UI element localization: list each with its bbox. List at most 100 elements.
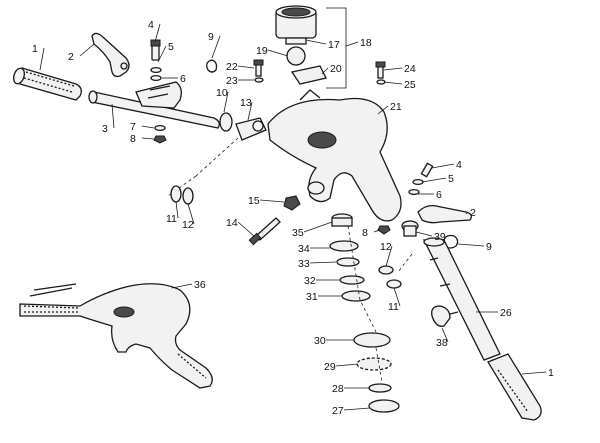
left-grip	[12, 67, 82, 101]
hex-nut-15	[283, 195, 301, 211]
leader-line-22	[237, 65, 255, 69]
parts-artwork	[12, 5, 542, 421]
screws-22-23	[253, 59, 264, 83]
leader-line-8	[373, 229, 381, 233]
callout-label-2: 2	[470, 207, 476, 219]
callout-label-8: 8	[130, 133, 136, 145]
headset-casting	[267, 89, 402, 222]
left-lever-screw	[150, 39, 162, 82]
callout-label-18: 18	[360, 37, 372, 49]
callout-label-19: 19	[256, 45, 268, 57]
speedometer	[275, 5, 317, 66]
washer-10	[219, 112, 233, 132]
leader-line-4	[431, 163, 455, 169]
leader-line-18	[345, 41, 359, 47]
leader-line-4	[154, 23, 161, 43]
callout-label-11: 11	[166, 213, 177, 225]
leader-line-24	[383, 67, 403, 71]
callout-label-4: 4	[456, 159, 462, 171]
callout-label-1: 1	[32, 43, 38, 55]
callout-label-12: 12	[380, 241, 392, 253]
callout-label-32: 32	[304, 275, 316, 287]
leader-line-2	[79, 43, 95, 57]
callout-label-22: 22	[226, 61, 238, 73]
callout-label-11: 11	[388, 301, 399, 313]
callout-label-26: 26	[500, 307, 512, 319]
spring-clip-right	[443, 234, 459, 249]
leader-line-9	[211, 35, 221, 59]
callout-label-25: 25	[404, 79, 416, 91]
leader-line-11	[175, 201, 179, 219]
small-nut-right	[377, 225, 391, 235]
long-bolt	[248, 217, 281, 246]
leader-line-33	[309, 261, 337, 264]
callout-label-36: 36	[194, 279, 206, 291]
callout-label-1: 1	[548, 367, 554, 379]
callout-label-15: 15	[248, 195, 260, 207]
callout-label-20: 20	[330, 63, 342, 75]
callout-label-2: 2	[68, 51, 74, 63]
right-grip	[487, 353, 542, 421]
leader-line-29	[335, 363, 359, 367]
speedometer-bracket	[290, 65, 327, 85]
callout-label-31: 31	[306, 291, 318, 303]
bearing-stack	[329, 213, 400, 413]
washer-12-right	[378, 265, 394, 275]
callout-label-4: 4	[148, 19, 154, 31]
leader-line-7	[141, 125, 155, 129]
callout-label-34: 34	[298, 243, 310, 255]
right-handlebar-tube	[422, 237, 501, 361]
callout-label-33: 33	[298, 258, 310, 270]
callout-label-9: 9	[208, 31, 214, 43]
callout-label-29: 29	[324, 361, 336, 373]
callout-label-24: 24	[404, 63, 416, 75]
left-lever	[91, 32, 130, 78]
assembly-axis-right	[397, 253, 413, 273]
leader-line-9	[457, 243, 485, 247]
leader-line-5	[421, 177, 447, 183]
callout-label-27: 27	[332, 405, 344, 417]
small-nut-left	[153, 124, 167, 144]
leader-line-13	[247, 101, 253, 121]
callout-label-39: 39	[434, 231, 446, 243]
washer-12-left	[182, 187, 194, 205]
switch-39	[401, 220, 419, 237]
leader-line-21	[377, 105, 389, 115]
leader-line-25	[383, 81, 403, 85]
leader-line-19	[267, 49, 289, 57]
right-lever-screw	[408, 162, 434, 196]
callout-leader-lines	[39, 23, 547, 411]
callout-label-30: 30	[314, 335, 326, 347]
callout-label-6: 6	[436, 189, 442, 201]
leader-line-10	[223, 91, 229, 113]
washer-11-left	[170, 185, 182, 203]
leader-line-15	[259, 199, 285, 203]
callout-label-38: 38	[436, 337, 448, 349]
group-bracket-18	[326, 7, 347, 89]
leader-line-35	[303, 221, 333, 233]
leader-line-14	[237, 221, 255, 237]
washer-11-right	[386, 279, 402, 289]
leader-line-1	[521, 371, 547, 375]
leader-line-39	[415, 231, 433, 237]
cable-clamp	[431, 305, 459, 327]
callout-label-5: 5	[448, 173, 454, 185]
callout-label-13: 13	[240, 97, 252, 109]
callout-label-12: 12	[182, 219, 194, 231]
callout-label-17: 17	[328, 39, 340, 51]
spring-clip-left	[206, 59, 218, 73]
leader-line-12	[187, 203, 195, 225]
leader-line-38	[441, 327, 449, 343]
leader-line-1	[39, 47, 45, 71]
clamp-13	[235, 117, 267, 141]
leader-line-5	[157, 45, 167, 63]
assembled-view	[19, 283, 213, 389]
leader-line-36	[171, 283, 193, 289]
leader-line-20	[321, 67, 329, 75]
callout-label-23: 23	[226, 75, 238, 87]
left-handlebar-tube	[88, 81, 220, 129]
callout-label-10: 10	[216, 87, 228, 99]
